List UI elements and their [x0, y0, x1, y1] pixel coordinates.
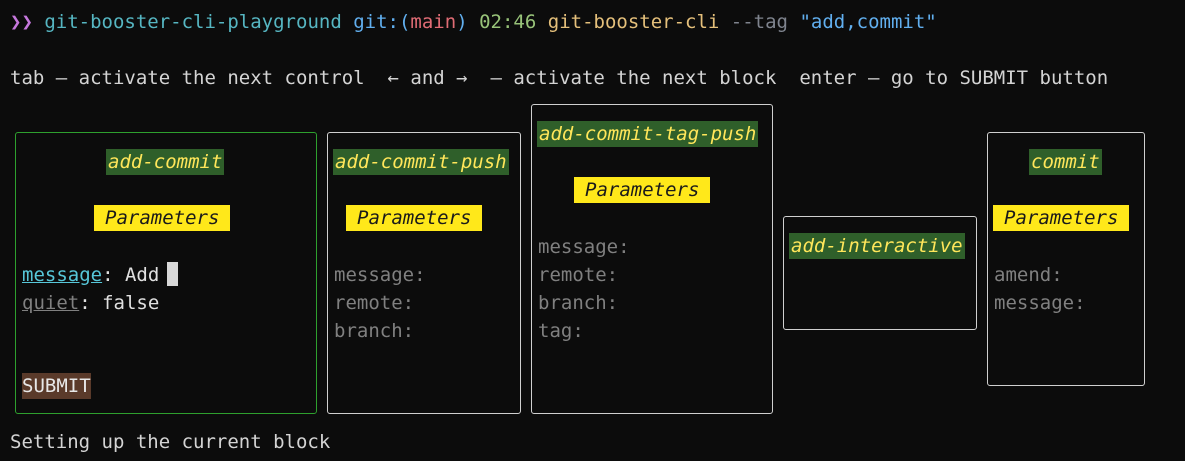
help-enter-key: enter — [799, 67, 857, 89]
prompt-chevron-icon: ❯❯ — [10, 11, 33, 33]
message-field[interactable]: message: — [538, 233, 630, 261]
field-name: message — [538, 236, 619, 258]
field-separator: : — [402, 320, 415, 342]
field-name: tag — [538, 320, 573, 342]
block-add-commit-tag-push[interactable]: add-commit-tag-push Parameters message: … — [531, 104, 773, 414]
block-add-commit[interactable]: add-commit Parameters message: Add quiet… — [15, 132, 317, 414]
field-separator: : — [606, 264, 619, 286]
quiet-field[interactable]: quiet: false — [22, 289, 159, 317]
field-separator: : — [102, 264, 125, 286]
help-tab-key: tab — [10, 67, 45, 89]
message-field[interactable]: message: — [994, 289, 1086, 317]
prompt-branch: main — [410, 11, 457, 33]
remote-field[interactable]: remote: — [334, 289, 414, 317]
block-title: commit — [1029, 149, 1102, 175]
field-separator: : — [618, 236, 630, 258]
parameters-label: Parameters — [94, 205, 231, 231]
field-separator: : — [79, 292, 103, 314]
block-title: add-commit — [106, 149, 225, 175]
field-name: message — [22, 264, 103, 286]
remote-field[interactable]: remote: — [538, 261, 618, 289]
keyboard-help: tab – activate the next control ← and → … — [10, 64, 1108, 92]
help-arrows-desc: – activate the next block — [467, 67, 800, 89]
prompt-directory: git-booster-cli-playground — [44, 11, 342, 33]
prompt-git-close: ) — [456, 11, 468, 33]
block-title: add-commit-push — [333, 149, 509, 175]
block-add-interactive[interactable]: add-interactive — [783, 216, 977, 330]
message-input[interactable]: Add — [124, 264, 160, 286]
text-cursor — [167, 261, 179, 286]
field-name: remote — [538, 264, 607, 286]
help-tab-desc: – activate the next control — [44, 67, 388, 89]
field-name: branch — [538, 292, 607, 314]
prompt-command: git-booster-cli — [547, 11, 720, 33]
field-separator: : — [606, 292, 619, 314]
field-name: branch — [334, 320, 403, 342]
field-separator: : — [414, 264, 426, 286]
message-field[interactable]: message: Add — [22, 261, 179, 289]
block-commit[interactable]: commit Parameters amend: message: — [987, 132, 1145, 386]
amend-field[interactable]: amend: — [994, 261, 1063, 289]
prompt-argument: "add,commit" — [799, 11, 937, 33]
field-separator: : — [1074, 292, 1086, 314]
field-name: quiet — [22, 292, 80, 314]
prompt-time: 02:46 — [479, 11, 537, 33]
help-enter-desc: – go to SUBMIT button — [856, 67, 1109, 89]
status-message: Setting up the current block — [10, 431, 331, 453]
field-separator: : — [1051, 264, 1063, 286]
block-title: add-interactive — [789, 233, 965, 259]
prompt-flag: --tag — [730, 11, 788, 33]
field-name: amend — [994, 264, 1052, 286]
branch-field[interactable]: branch: — [538, 289, 618, 317]
field-separator: : — [572, 320, 584, 342]
prompt-git-label: git:( — [353, 11, 411, 33]
shell-prompt: ❯❯ git-booster-cli-playground git:(main)… — [10, 8, 937, 36]
submit-button[interactable]: SUBMIT — [22, 373, 91, 399]
field-name: remote — [334, 292, 403, 314]
block-add-commit-push[interactable]: add-commit-push Parameters message: remo… — [327, 132, 521, 414]
field-separator: : — [402, 292, 415, 314]
tag-field[interactable]: tag: — [538, 317, 584, 345]
parameters-label: Parameters — [993, 205, 1130, 231]
parameters-label: Parameters — [346, 205, 483, 231]
branch-field[interactable]: branch: — [334, 317, 414, 345]
message-field[interactable]: message: — [334, 261, 426, 289]
field-name: message — [334, 264, 415, 286]
field-name: message — [994, 292, 1075, 314]
quiet-value[interactable]: false — [102, 292, 160, 314]
parameters-label: Parameters — [574, 177, 711, 203]
help-arrows-key: ← and → — [387, 67, 468, 89]
block-title: add-commit-tag-push — [537, 121, 759, 147]
